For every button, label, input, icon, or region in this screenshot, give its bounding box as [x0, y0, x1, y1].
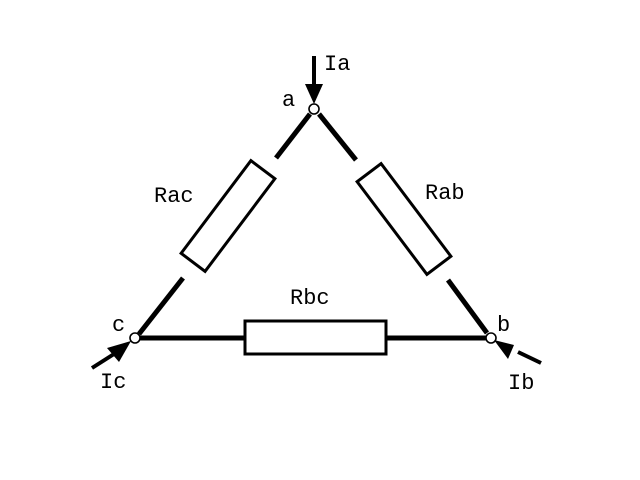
arrow-ia-head: [305, 84, 323, 104]
label-ic: Ic: [100, 370, 126, 395]
wire-a-to-rab: [317, 112, 358, 162]
label-ib: Ib: [508, 371, 534, 396]
resistor-rab: [355, 161, 453, 277]
label-node-b: b: [497, 313, 510, 338]
wire-a-to-rac: [274, 112, 312, 160]
arrow-ic-shaft: [90, 352, 116, 370]
resistor-rac: [179, 158, 277, 274]
node-a: [308, 103, 320, 115]
node-b: [485, 332, 497, 344]
wire-rab-to-b: [445, 278, 490, 335]
label-node-a: a: [282, 88, 295, 113]
node-c: [129, 332, 141, 344]
label-rac: Rac: [154, 184, 194, 209]
arrow-ib-shaft: [517, 350, 542, 365]
resistor-rbc: [243, 319, 388, 356]
label-ia: Ia: [324, 52, 350, 77]
wires: [137, 112, 490, 341]
arrow-ic-head: [107, 341, 131, 362]
label-node-c: c: [112, 313, 125, 338]
label-rab: Rab: [425, 181, 465, 206]
current-arrows: [90, 56, 542, 370]
arrow-ib-head: [494, 340, 514, 359]
label-rbc: Rbc: [290, 286, 330, 311]
wire-rac-to-c: [137, 276, 185, 336]
